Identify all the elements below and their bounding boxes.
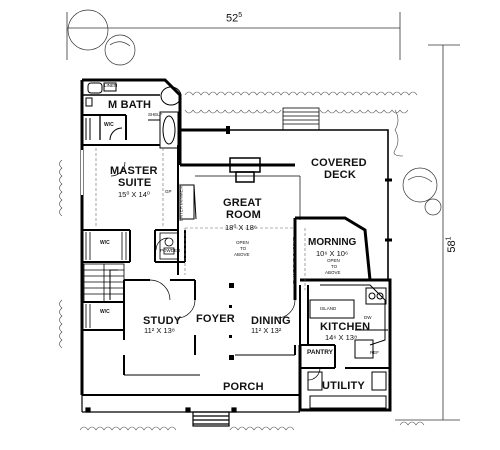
island-label: ISLAND <box>320 306 337 311</box>
dining-label: DINING <box>251 315 291 327</box>
morning-dim: 10⁶ X 10⁶ <box>316 249 349 258</box>
great-open-3: ABOVE <box>234 252 250 257</box>
foyer-label: FOYER <box>196 313 235 325</box>
columns <box>229 283 234 360</box>
closet-shelves <box>85 232 179 260</box>
morning-open-2: TO <box>331 264 338 269</box>
great-open-2: TO <box>240 246 247 251</box>
great-room-label-2: ROOM <box>226 209 262 221</box>
wic2-label: W/C <box>100 240 110 246</box>
linen-label: LINEN <box>104 83 118 88</box>
covered-deck-label-1: COVERED <box>311 157 367 169</box>
shelf-label: SHELF <box>148 112 163 117</box>
morning-open-3: ABOVE <box>325 270 341 275</box>
depth-dimension-line <box>395 44 460 421</box>
plant-shelf-label: PLANT SHELF ABOVE <box>291 237 297 284</box>
width-dimension-label: 525 <box>226 12 242 25</box>
kitchen-fixtures <box>309 284 388 359</box>
width-dimension-line <box>66 12 401 60</box>
master-suite-label-2: SUITE <box>118 177 152 189</box>
width-value: 52 <box>226 12 239 25</box>
ceiling-lines <box>95 148 306 290</box>
morning-label: MORNING <box>308 237 357 248</box>
exterior-walls <box>80 78 392 412</box>
m-bath-label: M BATH <box>108 99 152 111</box>
master-bath-fixtures <box>82 82 182 149</box>
pantry-label: PANTRY <box>307 349 333 356</box>
gp-label: GP <box>165 189 172 194</box>
depth-value: 58 <box>446 240 459 253</box>
tree-icon <box>67 9 442 216</box>
kitchen-label: KITCHEN <box>320 321 371 333</box>
wic1-label: W/C <box>104 122 114 128</box>
depth-dimension-label: 581 <box>445 237 458 253</box>
wic3-label: W/C <box>100 309 110 315</box>
dining-dim: 11² X 13² <box>251 326 282 335</box>
utility-label: UTILITY <box>322 380 365 392</box>
great-room-dim: 18⁰ X 18⁶ <box>225 223 257 232</box>
porch-outline <box>81 395 300 427</box>
entertainment-center <box>179 184 197 220</box>
great-room-label-1: GREAT <box>223 197 262 209</box>
depth-sup: 1 <box>445 236 453 241</box>
covered-deck-label-2: DECK <box>324 169 356 181</box>
dw-label: DW <box>364 315 372 320</box>
shrub-icon <box>59 91 425 431</box>
dining-walls <box>235 285 309 356</box>
study-label: STUDY <box>143 315 182 327</box>
width-sup: 5 <box>238 12 243 19</box>
great-open-1: OPEN <box>236 240 249 245</box>
deck-stairs <box>282 107 320 131</box>
morning-open-1: OPEN <box>327 258 340 263</box>
powder-label: POWDER <box>160 248 181 253</box>
master-suite-dim: 15⁰ X 14⁰ <box>118 190 150 199</box>
door-swing-icon <box>110 161 321 381</box>
utility-walls <box>300 344 390 409</box>
staircase-icon <box>83 263 125 303</box>
kitchen-dim: 14⁶ X 13⁸ <box>325 333 358 342</box>
study-dim: 11² X 13⁸ <box>144 326 175 335</box>
entertainment-label: ENTERTAINMENT <box>178 183 184 222</box>
porch-label: PORCH <box>223 381 264 393</box>
master-suite-label-1: MASTER <box>110 165 158 177</box>
fireplace-icon <box>195 157 301 220</box>
ref-label: REF <box>370 350 379 355</box>
study-walls <box>82 279 200 376</box>
